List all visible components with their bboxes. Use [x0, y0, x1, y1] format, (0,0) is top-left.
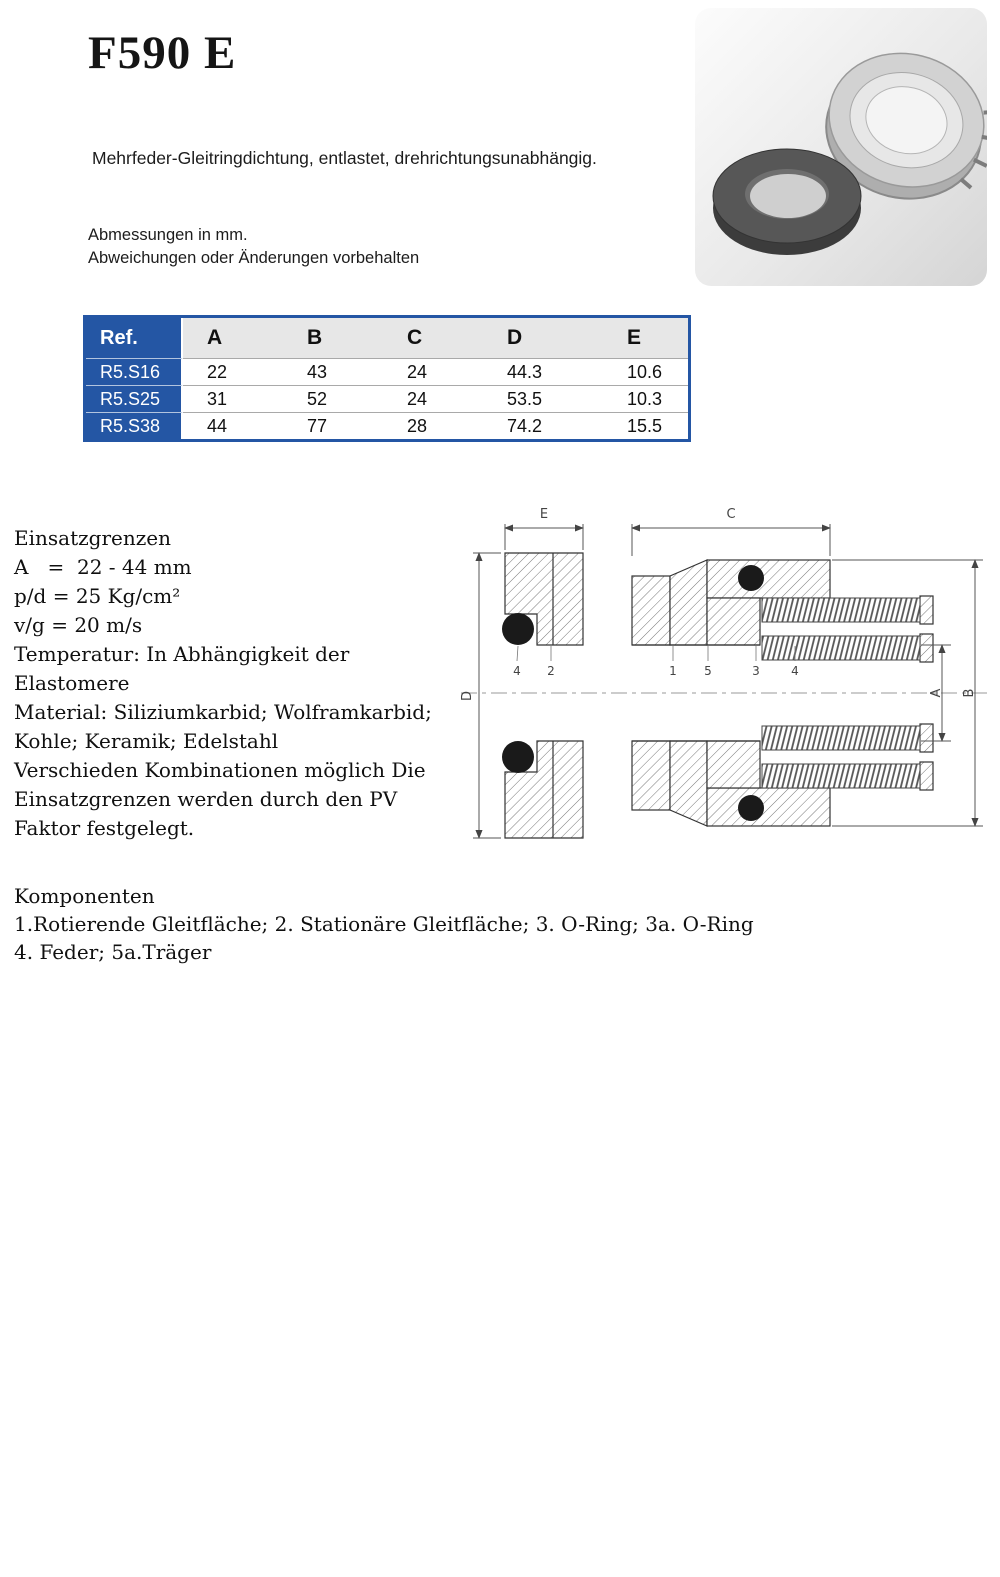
spec-line: A = 22 - 44 mm [14, 555, 192, 579]
table-col-c: C [383, 318, 483, 358]
stationary-seat [504, 552, 584, 839]
note-line-2: Abweichungen oder Änderungen vorbehalten [88, 249, 420, 267]
table-cell: 10.6 [603, 358, 688, 385]
page-title: F590 E [88, 27, 237, 79]
part-label-4-left: 4 [513, 664, 521, 678]
spec-line: p/d = 25 Kg/cm² [14, 584, 181, 608]
metal-seal-ring [825, 52, 987, 200]
components-block: Komponenten 1.Rotierende Gleitfläche; 2.… [14, 882, 774, 966]
o-ring-seat-top [502, 613, 534, 645]
part-leader-lines [516, 645, 796, 662]
table-cell: 43 [283, 358, 383, 385]
o-ring-gland-bottom [738, 795, 764, 821]
dimensions-table: Ref. A B C D E R5.S16 22 43 24 44.3 10.6… [83, 315, 691, 442]
dimension-a [921, 644, 951, 742]
spec-line: Temperatur: In Abhängigkeit der [14, 642, 350, 666]
table-col-b: B [283, 318, 383, 358]
table-cell: 44.3 [483, 358, 603, 385]
spec-line: Faktor festgelegt. [14, 816, 195, 840]
part-label-5: 5 [704, 664, 712, 678]
table-cell: 24 [383, 358, 483, 385]
note-line-1: Abmessungen in mm. [88, 226, 248, 244]
components-heading: Komponenten [14, 884, 155, 908]
dim-label-c: C [726, 507, 735, 522]
dimension-b [832, 559, 983, 827]
dimension-d [473, 552, 501, 839]
table-cell: 22 [183, 358, 283, 385]
dimension-e [504, 524, 584, 550]
table-row-ref: R5.S38 [86, 412, 183, 439]
table-cell: 44 [183, 412, 283, 439]
part-label-1: 1 [669, 664, 677, 678]
table-col-a: A [183, 318, 283, 358]
o-ring-seat-bottom [502, 741, 534, 773]
spec-line: Verschieden Kombinationen möglich Die [14, 758, 426, 782]
dim-label-d: D [460, 691, 475, 701]
spec-line: Einsatzgrenzen [14, 526, 171, 550]
technical-drawing: E C D A B [460, 507, 989, 839]
table-cell: 28 [383, 412, 483, 439]
table-col-e: E [603, 318, 688, 358]
table-cell: 24 [383, 385, 483, 412]
table-row-ref: R5.S16 [86, 358, 183, 385]
table-cell: 10.3 [603, 385, 688, 412]
spec-line: v/g = 20 m/s [14, 613, 143, 637]
product-photo [695, 8, 987, 286]
table-col-d: D [483, 318, 603, 358]
part-label-2: 2 [547, 664, 555, 678]
dimension-c [631, 524, 831, 556]
components-line-1: 1.Rotierende Gleitfläche; 2. Stationäre … [14, 912, 754, 936]
dim-label-a: A [929, 688, 944, 697]
dim-label-b: B [962, 689, 977, 698]
carbon-seal-ring [712, 148, 862, 255]
o-ring-gland-top [738, 565, 764, 591]
table-cell: 15.5 [603, 412, 688, 439]
part-label-4-right: 4 [791, 664, 799, 678]
dim-label-e: E [540, 507, 548, 522]
specs-block: Einsatzgrenzen A = 22 - 44 mm p/d = 25 K… [14, 524, 462, 843]
spec-line: Elastomere [14, 671, 130, 695]
drive-pins-icon [959, 109, 987, 190]
table-row-ref: R5.S25 [86, 385, 183, 412]
springs [761, 597, 921, 789]
table-cell: 31 [183, 385, 283, 412]
table-cell: 74.2 [483, 412, 603, 439]
table-cell: 53.5 [483, 385, 603, 412]
spec-line: Kohle; Keramik; Edelstahl [14, 729, 279, 753]
dimensions-note: Abmessungen in mm. Abweichungen oder Änd… [88, 224, 419, 270]
product-photo-art [712, 52, 987, 255]
part-label-3: 3 [752, 664, 760, 678]
rotating-assembly [631, 559, 934, 827]
table-cell: 77 [283, 412, 383, 439]
table-ref-header: Ref. [86, 318, 183, 358]
components-line-2: 4. Feder; 5a.Träger [14, 940, 212, 964]
product-subtitle: Mehrfeder-Gleitringdichtung, entlastet, … [92, 148, 597, 168]
spec-line: Einsatzgrenzen werden durch den PV [14, 787, 398, 811]
table-cell: 52 [283, 385, 383, 412]
spec-line: Material: Siliziumkarbid; Wolframkarbid; [14, 700, 432, 724]
